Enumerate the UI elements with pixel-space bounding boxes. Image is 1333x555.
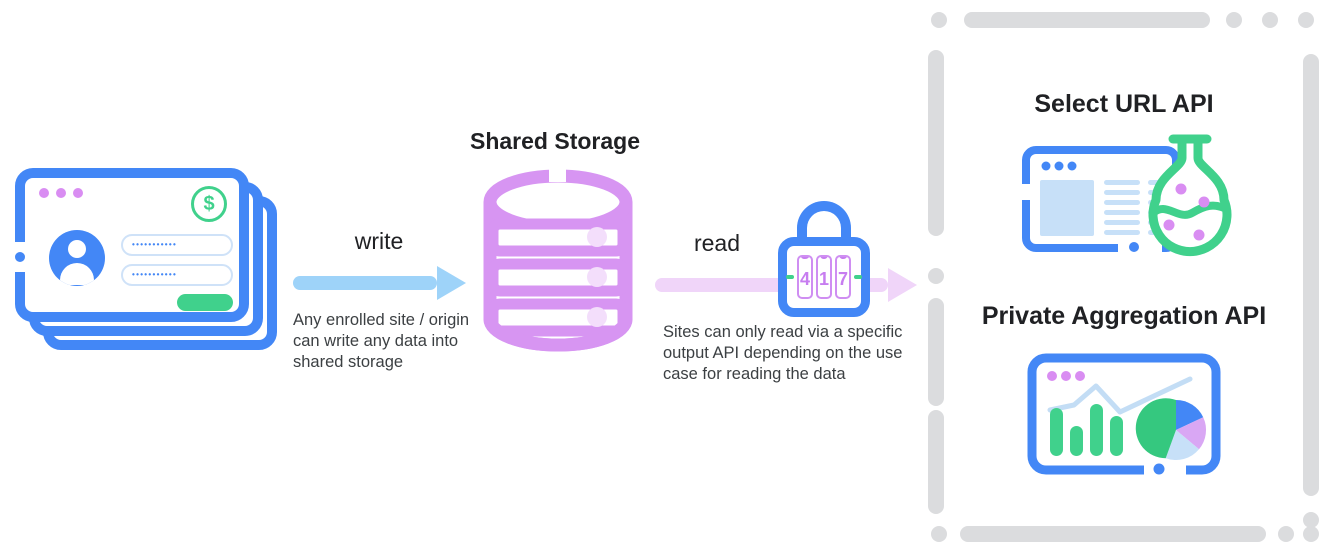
window-controls-dots: [39, 188, 83, 198]
password-field: •••••••••••: [121, 234, 233, 256]
shared-storage-title: Shared Storage: [470, 128, 640, 154]
lock-body: 3 4 5 0 1 2 6 7 8: [778, 237, 870, 317]
database-icon: [483, 167, 633, 352]
lock-dial: 3 4 5 0 1 2 6 7 8: [786, 255, 862, 299]
dial-column: 3 4 5: [797, 255, 813, 299]
dial-dash-right: [854, 275, 862, 279]
dial-digit: 7: [837, 269, 848, 289]
dial-column: 0 1 2: [816, 255, 832, 299]
dial-digit: 4: [799, 269, 810, 289]
combination-lock-icon: 3 4 5 0 1 2 6 7 8: [778, 201, 870, 317]
browser-flask-icon: [1020, 134, 1232, 257]
dashboard-chart-icon: [1027, 353, 1221, 476]
write-label: write: [354, 228, 404, 254]
output-apis-panel: Select URL API: [926, 10, 1322, 547]
read-label: read: [693, 230, 741, 256]
write-arrow-icon: [293, 266, 466, 300]
dial-dash-left: [786, 275, 794, 279]
password-field: •••••••••••: [121, 264, 233, 286]
dial-column: 6 7 8: [835, 255, 851, 299]
write-caption: Any enrolled site / origin can write any…: [293, 311, 470, 371]
window-border-dot: [15, 252, 25, 262]
login-window-stack-icon: $ ••••••••••• •••••••••••: [15, 168, 307, 380]
select-url-api-title: Select URL API: [1034, 90, 1214, 118]
dial-digit: 1: [818, 269, 829, 289]
submit-button: [177, 294, 233, 311]
dashed-border: [928, 12, 1319, 542]
read-caption: Sites can only read via a specific outpu…: [663, 323, 903, 383]
login-window: $ ••••••••••• •••••••••••: [15, 168, 249, 322]
avatar-icon: [49, 230, 105, 286]
dollar-icon: $: [191, 186, 227, 222]
private-aggregation-api-title: Private Aggregation API: [981, 302, 1267, 330]
lock-shackle: [797, 201, 851, 247]
